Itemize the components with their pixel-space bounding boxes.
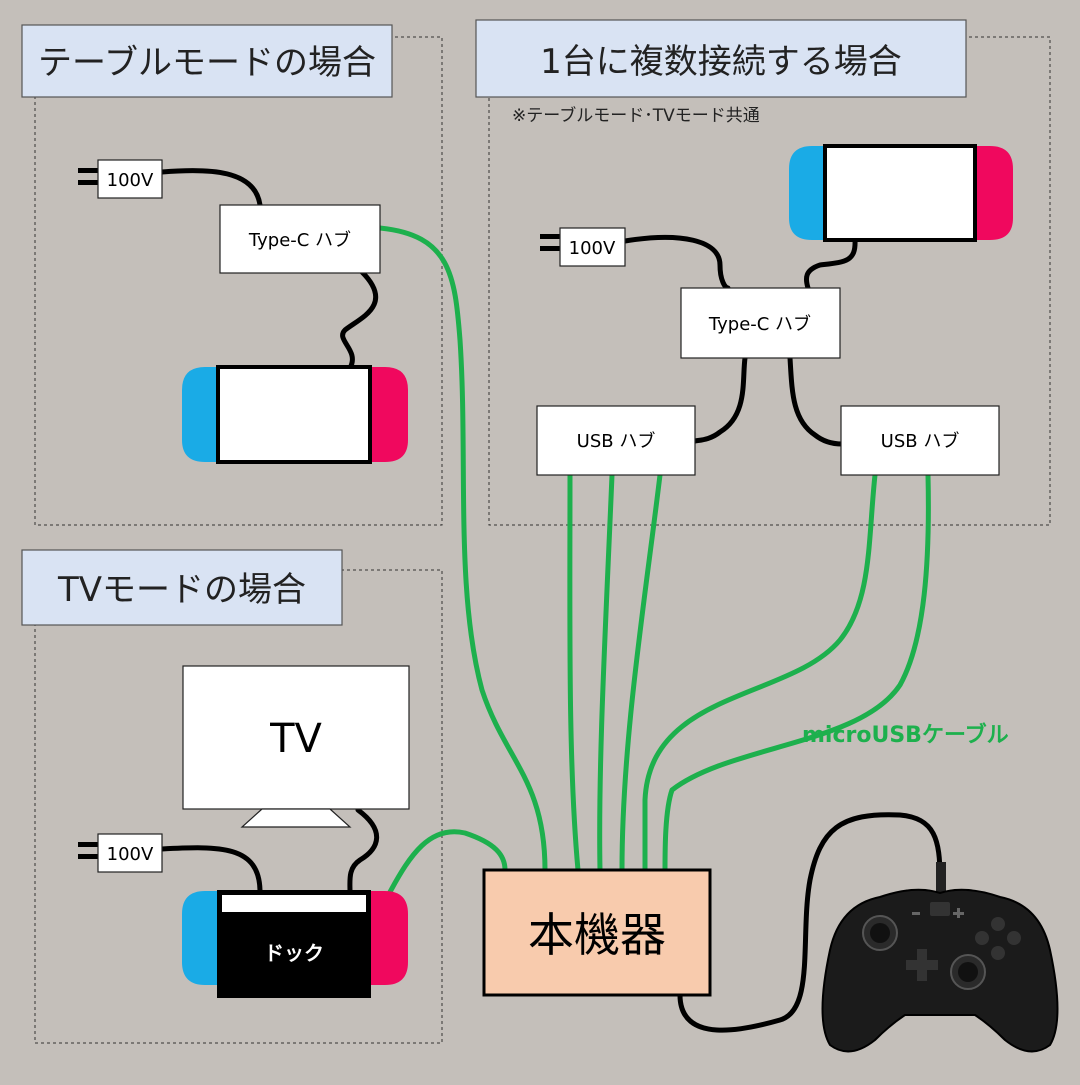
svg-text:100V: 100V (107, 170, 154, 191)
multi-connect-title: 1台に複数接続する場合 (475, 19, 967, 98)
cable-tv-power (159, 845, 263, 895)
cable-typec-usbhub1 (692, 355, 748, 444)
svg-text:Type-C ハブ: Type-C ハブ (248, 229, 351, 251)
black-cables (159, 168, 943, 1033)
tv-power-plug: 100V (78, 833, 163, 873)
main-device: 本機器 (482, 868, 712, 997)
television: TV (182, 665, 410, 828)
svg-text:テーブルモードの場合: テーブルモードの場合 (38, 43, 376, 83)
svg-text:本機器: 本機器 (528, 908, 666, 962)
table-power-plug: 100V (78, 159, 163, 199)
green-cables (377, 225, 931, 895)
cable-device-to-controller (677, 812, 943, 1033)
power-plug-icon (540, 234, 560, 239)
table-mode-title: テーブルモードの場合 (21, 24, 393, 98)
svg-text:100V: 100V (569, 238, 616, 259)
cable-usbhub2-1 (642, 472, 878, 873)
svg-text:1台に複数接続する場合: 1台に複数接続する場合 (540, 42, 902, 82)
usb-hub-1: USB ハブ (536, 405, 696, 476)
cable-usbhub2-2 (662, 472, 931, 873)
multi-typec-hub: Type-C ハブ (680, 287, 841, 359)
cable-usbhub1-2 (597, 472, 615, 873)
cable-dock-to-device (387, 829, 508, 895)
svg-text:TVモードの場合: TVモードの場合 (57, 570, 306, 610)
power-plug-icon (78, 842, 98, 847)
cable-table-console (340, 269, 379, 371)
multi-connect-section (488, 36, 1051, 526)
cable-typec-to-device (377, 225, 548, 873)
table-console (182, 365, 408, 464)
cable-multi-power (622, 234, 731, 291)
table-typec-hub: Type-C ハブ (219, 204, 381, 274)
cable-label: microUSBケーブル (802, 722, 1009, 748)
dock-with-console: ドック (182, 890, 408, 998)
nintendo-switch-console-icon (789, 144, 1013, 242)
svg-text:USB ハブ: USB ハブ (577, 430, 656, 452)
cable-tv-to-dock (347, 807, 380, 895)
usb-hub-2: USB ハブ (840, 405, 1000, 476)
svg-text:Type-C ハブ: Type-C ハブ (708, 313, 811, 335)
tv-mode-section (34, 569, 443, 1044)
tv-mode-title: TVモードの場合 (21, 549, 343, 626)
cable-usbhub1-1 (567, 472, 581, 873)
dock-label: ドック (264, 941, 324, 965)
nintendo-switch-console-icon (182, 365, 408, 464)
table-mode-section (34, 36, 443, 526)
multi-power-plug: 100V (540, 227, 626, 267)
cable-usbhub1-3 (619, 472, 663, 873)
cable-table-power (159, 168, 263, 208)
svg-text:USB ハブ: USB ハブ (881, 430, 960, 452)
svg-text:TV: TV (269, 716, 322, 762)
tv-stand-icon (240, 808, 352, 828)
multi-console (789, 144, 1013, 242)
multi-connect-note: ※テーブルモード･TVモード共通 (512, 105, 760, 126)
svg-text:100V: 100V (107, 844, 154, 865)
cable-typec-usbhub2 (787, 355, 845, 447)
gamepad-controller-icon (821, 862, 1059, 1053)
cable-multi-console (804, 237, 858, 291)
power-plug-icon (78, 168, 98, 173)
